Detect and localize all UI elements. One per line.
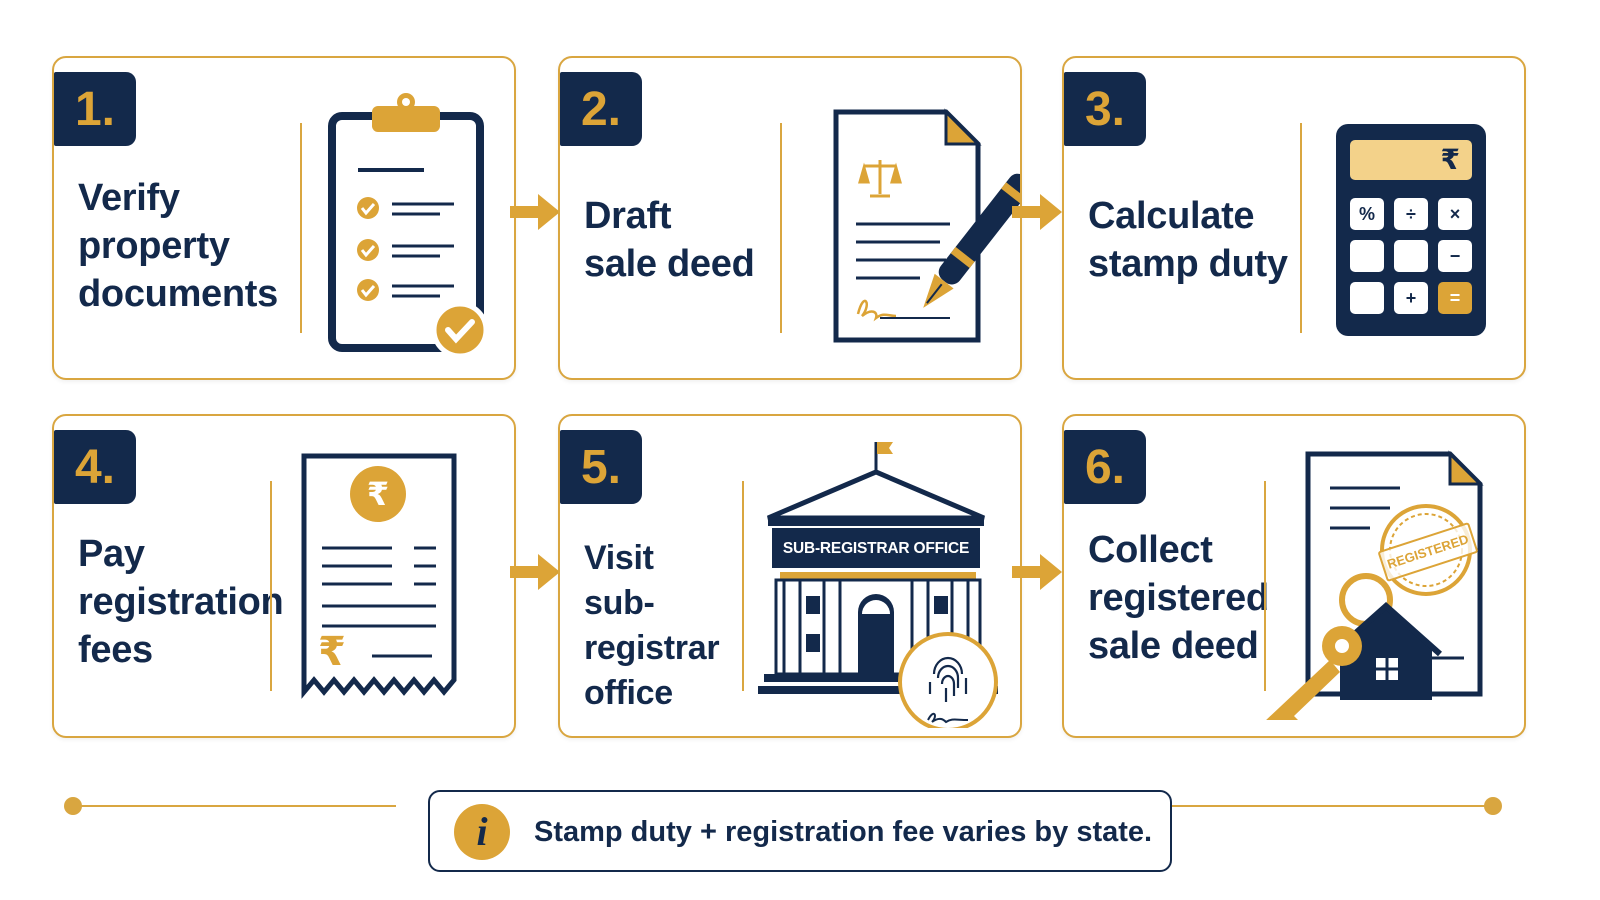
step-number-3: 3. [1064,72,1146,146]
step-number-4: 4. [54,430,136,504]
info-icon: i [454,804,510,860]
connector-dot-left [64,797,82,815]
calculator-icon: ₹ % ÷ × − + = [1336,124,1486,336]
step-number-5: 5. [560,430,642,504]
calc-key-multiply: × [1438,198,1472,230]
calculator-keypad: % ÷ × − + = [1350,198,1472,314]
divider [300,123,302,333]
calculator-display: ₹ [1350,140,1472,180]
calc-key-blank [1350,240,1384,272]
calc-key-equals: = [1438,282,1472,314]
step-number-6: 6. [1064,430,1146,504]
step-card-1: 1. Verify property documents [52,56,516,380]
calc-key-blank [1394,240,1428,272]
rupee-receipt-icon: ₹ ₹ [300,452,460,702]
connector-line-right [1172,805,1494,807]
step-card-3: 3. Calculate stamp duty ₹ % ÷ × − + = [1062,56,1526,380]
calc-key-plus: + [1394,282,1428,314]
calc-key-blank [1350,282,1384,314]
step-number-2: 2. [560,72,642,146]
document-pen-icon [833,108,1020,343]
step-title-4: Pay registration fees [78,533,284,671]
registered-deed-key-icon: REGISTERED [1250,450,1490,720]
calc-key-divide: ÷ [1394,198,1428,230]
building-sign: SUB-REGISTRAR OFFICE [782,540,970,557]
step-title-5: Visit sub-registrar office [584,539,720,712]
arrow-right-icon [510,194,560,230]
step-card-6: 6. Collect registered sale deed REGISTER… [1062,414,1526,738]
clipboard-checklist-icon [328,93,489,359]
step-card-2: 2. Draft sale deed [558,56,1022,380]
divider [1264,481,1266,691]
rupee-icon: ₹ [318,630,346,674]
divider [270,481,272,691]
step-card-5: 5. Visit sub-registrar office [558,414,1022,738]
office-building-icon: SUB-REGISTRAR OFFICE [758,438,1008,728]
divider [1300,123,1302,333]
step-title-2: Draft sale deed [584,195,755,285]
divider [742,481,744,691]
arrow-right-icon [510,554,560,590]
step-title-3: Calculate stamp duty [1088,195,1288,285]
arrow-right-icon [1012,554,1062,590]
calc-key-minus: − [1438,240,1472,272]
rupee-coin-icon: ₹ [350,466,406,522]
info-note: i Stamp duty + registration fee varies b… [428,790,1172,872]
divider [780,123,782,333]
connector-dot-right [1484,797,1502,815]
calc-key-percent: % [1350,198,1384,230]
arrow-right-icon [1012,194,1062,230]
step-number-1: 1. [54,72,136,146]
step-title-6: Collect registered sale deed [1088,529,1269,667]
step-card-4: 4. Pay registration fees ₹ ₹ [52,414,516,738]
step-title-1: Verify property documents [78,177,278,315]
connector-line-left [74,805,396,807]
info-note-text: Stamp duty + registration fee varies by … [534,816,1153,848]
